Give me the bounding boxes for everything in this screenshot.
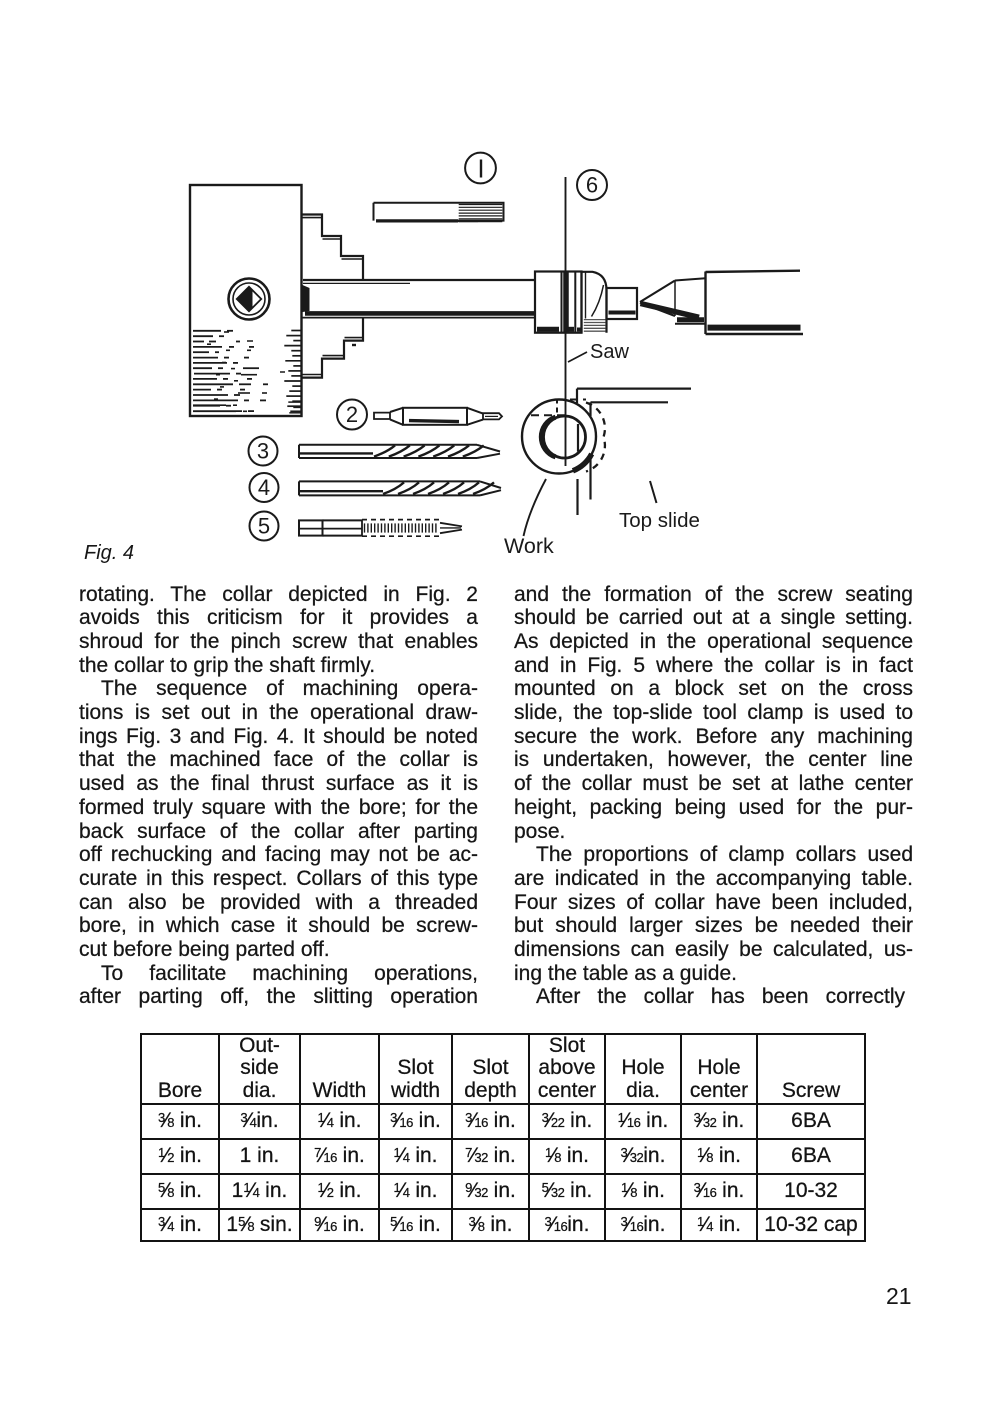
svg-text:4: 4: [258, 475, 270, 500]
svg-text:Top slide: Top slide: [619, 509, 700, 532]
svg-text:2: 2: [346, 402, 358, 427]
svg-text:3: 3: [257, 439, 269, 464]
svg-text:Work: Work: [504, 534, 554, 558]
svg-text:6: 6: [586, 173, 598, 198]
svg-text:Saw: Saw: [590, 341, 629, 363]
svg-text:5: 5: [258, 514, 270, 539]
